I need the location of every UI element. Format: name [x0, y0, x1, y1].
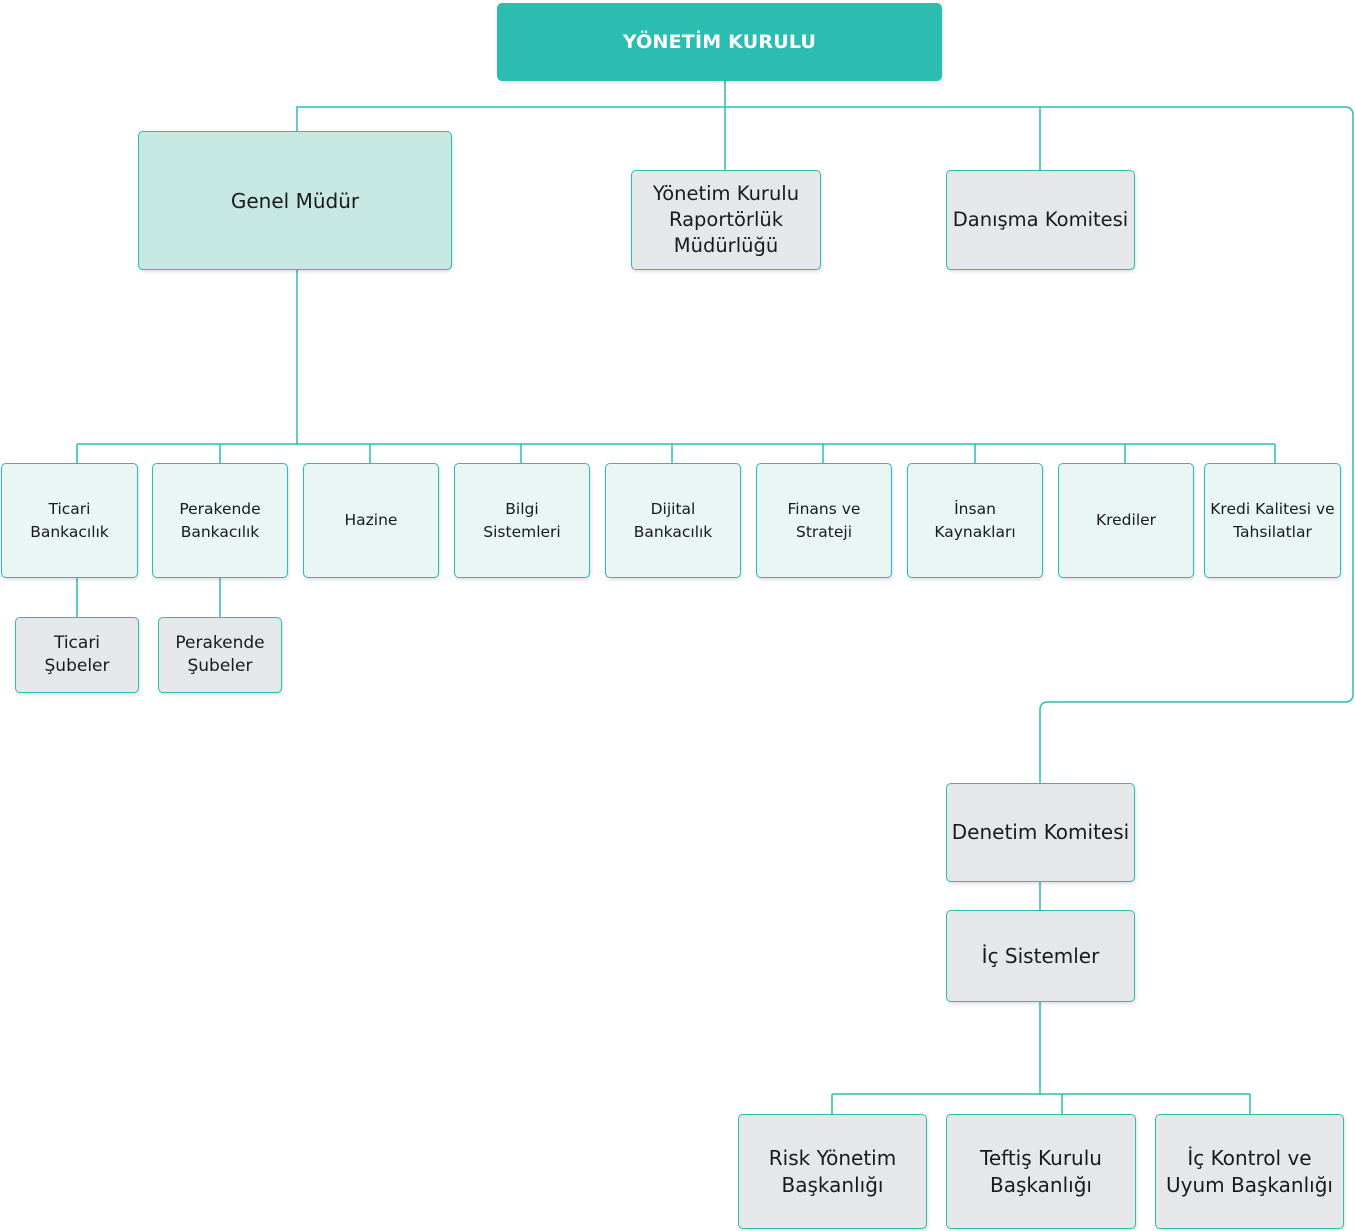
risk-management-box: Risk Yönetim Başkanlığı	[738, 1114, 927, 1229]
dept-finance-strategy: Finans ve Strateji	[756, 463, 892, 578]
inspection-board-box: Teftiş Kurulu Başkanlığı	[946, 1114, 1136, 1229]
internal-unit-label: İç Kontrol ve Uyum Başkanlığı	[1166, 1145, 1333, 1197]
dept-label: Hazine	[344, 511, 398, 529]
commercial-branches-label: Ticari Şubeler	[44, 633, 110, 676]
audit-committee-box: Denetim Komitesi	[946, 783, 1135, 882]
dept-label: Ticari Bankacılık	[30, 499, 109, 541]
board-label: YÖNETİM KURULU	[622, 31, 817, 53]
audit-committee-label: Denetim Komitesi	[951, 820, 1130, 844]
dept-label: Dijital Bankacılık	[633, 499, 713, 541]
dept-information-systems: Bilgi Sistemleri	[454, 463, 590, 578]
dept-digital-banking: Dijital Bankacılık	[605, 463, 741, 578]
advisory-committee-label: Danışma Komitesi	[952, 208, 1129, 231]
internal-systems-label: İç Sistemler	[981, 943, 1100, 968]
general-manager-label: Genel Müdür	[230, 188, 360, 213]
dept-commercial-banking: Ticari Bankacılık	[1, 463, 138, 578]
retail-branches-box: Perakende Şubeler	[158, 617, 282, 693]
dept-label: Finans ve Strateji	[787, 499, 861, 541]
retail-branches-label: Perakende Şubeler	[175, 633, 265, 676]
board-box: YÖNETİM KURULU	[497, 3, 942, 81]
dept-retail-banking: Perakende Bankacılık	[152, 463, 288, 578]
dept-label: Krediler	[1095, 511, 1157, 529]
internal-control-compliance-box: İç Kontrol ve Uyum Başkanlığı	[1155, 1114, 1344, 1229]
dept-label: Perakende Bankacılık	[179, 499, 261, 541]
dept-label: Bilgi Sistemleri	[483, 499, 561, 541]
general-manager-box: Genel Müdür	[138, 131, 452, 270]
internal-unit-label: Risk Yönetim Başkanlığı	[768, 1145, 897, 1197]
internal-systems-box: İç Sistemler	[946, 910, 1135, 1002]
dept-treasury: Hazine	[303, 463, 439, 578]
dept-credits: Krediler	[1058, 463, 1194, 578]
reporting-office-label: Yönetim Kurulu Raportörlük Müdürlüğü	[652, 182, 800, 257]
dept-human-resources: İnsan Kaynakları	[907, 463, 1043, 578]
reporting-office-box: Yönetim Kurulu Raportörlük Müdürlüğü	[631, 170, 821, 270]
dept-label: İnsan Kaynakları	[934, 499, 1016, 541]
dept-credit-quality-collections: Kredi Kalitesi ve Tahsilatlar	[1204, 463, 1341, 578]
dept-label: Kredi Kalitesi ve Tahsilatlar	[1210, 499, 1335, 541]
commercial-branches-box: Ticari Şubeler	[15, 617, 139, 693]
internal-unit-label: Teftiş Kurulu Başkanlığı	[980, 1145, 1102, 1197]
advisory-committee-box: Danışma Komitesi	[946, 170, 1135, 270]
